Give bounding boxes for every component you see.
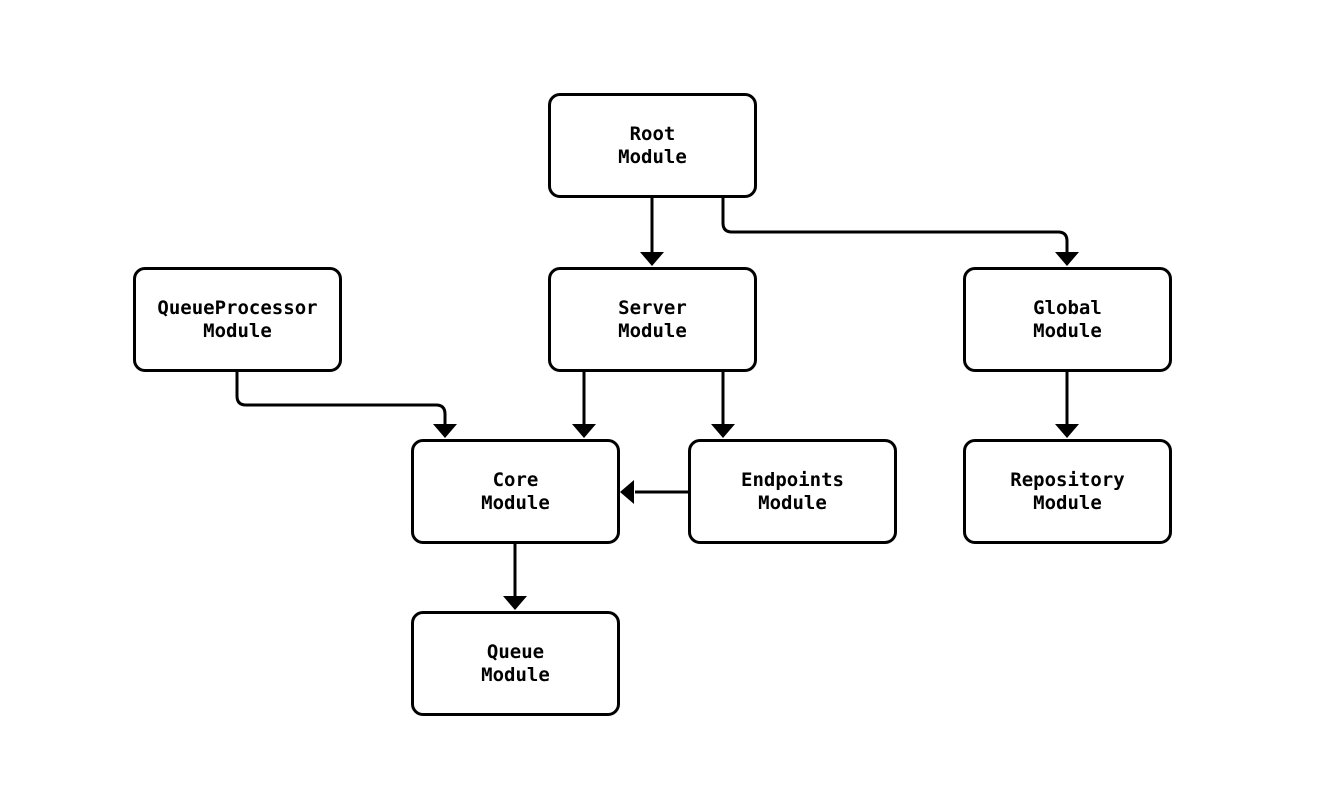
node-queueprocessor-module: QueueProcessor Module	[133, 267, 342, 372]
node-label-line: Global	[1033, 296, 1102, 319]
node-endpoints-module: Endpoints Module	[688, 439, 897, 544]
node-global-module: Global Module	[963, 267, 1172, 372]
node-label-line: Module	[1033, 319, 1102, 342]
edge-core-to-queue	[503, 544, 527, 610]
node-label-line: Module	[481, 491, 550, 514]
node-label-line: QueueProcessor	[157, 296, 318, 319]
node-core-module: Core Module	[411, 439, 620, 544]
arrowhead-icon	[640, 252, 664, 266]
node-label-line: Module	[203, 319, 272, 342]
arrowhead-icon	[620, 480, 634, 504]
edge-server-to-core	[572, 372, 596, 438]
node-label-line: Module	[481, 663, 550, 686]
edge-root-to-server	[640, 198, 664, 266]
node-label-line: Core	[492, 468, 539, 491]
edge-queueprocessor-to-core	[235, 372, 457, 438]
node-label-line: Repository	[1010, 468, 1125, 491]
node-label-line: Queue	[486, 640, 545, 663]
arrowhead-icon	[1055, 424, 1079, 438]
node-label-line: Module	[1033, 491, 1102, 514]
node-root-module: Root Module	[548, 93, 757, 198]
arrowhead-icon	[433, 424, 457, 438]
node-repository-module: Repository Module	[963, 439, 1172, 544]
arrowhead-icon	[711, 424, 735, 438]
node-label-line: Module	[758, 491, 827, 514]
arrowhead-icon	[503, 596, 527, 610]
node-label-line: Server	[618, 296, 687, 319]
edge-server-to-endpoints	[711, 372, 735, 438]
node-server-module: Server Module	[548, 267, 757, 372]
edge-global-to-repository	[1055, 372, 1079, 438]
node-label-line: Module	[618, 145, 687, 168]
edge-root-to-global	[721, 198, 1079, 266]
arrowhead-icon	[1055, 252, 1079, 266]
node-queue-module: Queue Module	[411, 611, 620, 716]
node-label-line: Endpoints	[741, 468, 844, 491]
node-label-line: Root	[629, 122, 676, 145]
edge-endpoints-to-core	[620, 480, 688, 504]
arrowhead-icon	[572, 424, 596, 438]
node-label-line: Module	[618, 319, 687, 342]
